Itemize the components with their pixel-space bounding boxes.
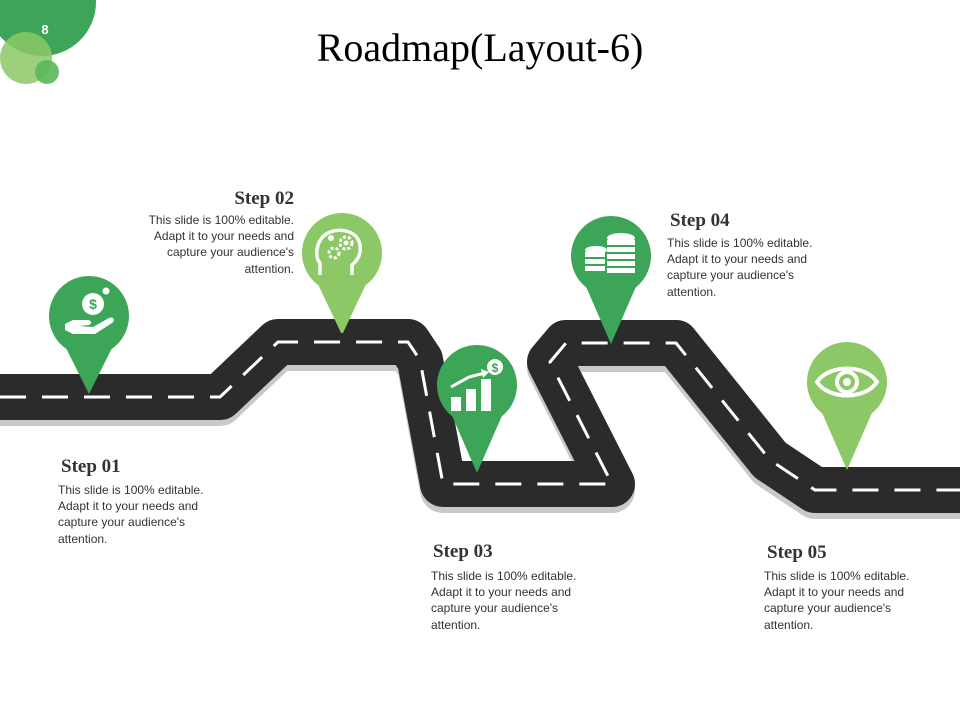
slide-title: Roadmap(Layout-6) bbox=[316, 25, 644, 70]
step-01-description: This slide is 100% editable. Adapt it to… bbox=[58, 483, 204, 546]
step-04-marker bbox=[571, 216, 651, 344]
svg-text:$: $ bbox=[492, 361, 499, 375]
step-05-title: Step 05 bbox=[767, 542, 827, 563]
svg-text:$: $ bbox=[89, 296, 97, 312]
step-05-description: This slide is 100% editable. Adapt it to… bbox=[764, 569, 910, 632]
step-03-marker: $ bbox=[437, 345, 517, 473]
eye-icon bbox=[814, 366, 880, 398]
step-01-title: Step 01 bbox=[61, 456, 121, 477]
money-hand-icon: $ bbox=[65, 287, 114, 334]
step-03-title: Step 03 bbox=[433, 541, 493, 562]
step-05-marker bbox=[807, 342, 887, 470]
step-01-marker: $ bbox=[49, 276, 129, 394]
growth-chart-icon: $ bbox=[450, 359, 503, 411]
coin-stack-icon bbox=[585, 233, 635, 273]
step-03-description: This slide is 100% editable. Adapt it to… bbox=[431, 569, 577, 632]
step-02-title: Step 02 bbox=[234, 188, 294, 209]
step-02-description: This slide is 100% editable. Adapt it to… bbox=[148, 213, 294, 276]
corner-decoration bbox=[0, 0, 96, 84]
step-02-marker bbox=[302, 213, 382, 333]
step-04-description: This slide is 100% editable. Adapt it to… bbox=[667, 236, 813, 299]
step-04-title: Step 04 bbox=[670, 210, 730, 231]
page-number: 8 bbox=[41, 22, 49, 37]
brain-gears-icon bbox=[314, 228, 363, 275]
